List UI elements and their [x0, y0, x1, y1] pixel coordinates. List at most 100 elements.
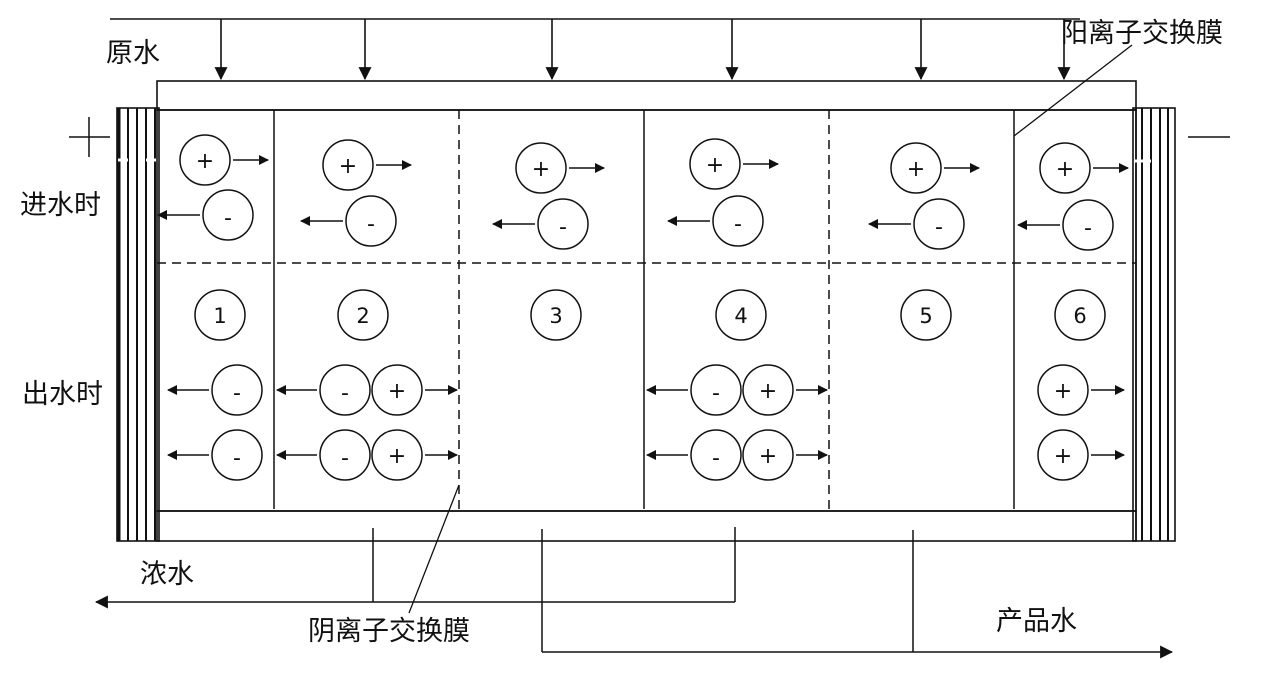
cell-number-2: 2 — [337, 289, 389, 341]
ion-circle — [913, 198, 965, 250]
ion-circle — [371, 364, 423, 416]
ion-sign: - — [224, 206, 232, 231]
ion-sign: + — [759, 379, 777, 404]
cation-ion: + — [742, 364, 794, 416]
ion-sign: + — [759, 444, 777, 469]
svg-text:1: 1 — [213, 304, 226, 328]
cation-ion: + — [371, 364, 423, 416]
inlet-ions: + - + - + - + - + - + - — [157, 134, 1129, 251]
svg-text:3: 3 — [549, 304, 562, 328]
cation-ion: + — [1039, 142, 1091, 194]
ion-circle — [690, 429, 742, 481]
ion-sign: - — [341, 446, 349, 471]
outlet-ions: - - - + - + - + - + + + — [167, 364, 1125, 481]
concentrate-label: 浓水 — [140, 559, 194, 590]
ion-sign: + — [196, 149, 214, 174]
ion-sign: - — [712, 446, 720, 471]
ion-sign: - — [712, 381, 720, 406]
raw-water-label: 原水 — [106, 38, 160, 69]
ion-sign: - — [935, 215, 943, 240]
ion-sign: - — [341, 381, 349, 406]
ion-sign: - — [1084, 216, 1092, 241]
ion-sign: + — [1056, 157, 1074, 182]
ion-sign: + — [339, 154, 357, 179]
cell-number-1: 1 — [194, 289, 246, 341]
anion-ion: - — [690, 364, 742, 416]
ion-circle — [322, 139, 374, 191]
ion-circle — [1037, 364, 1089, 416]
svg-text:5: 5 — [919, 304, 932, 328]
anion-ion: - — [913, 198, 965, 250]
ion-circle — [537, 198, 589, 250]
cation-ion: + — [515, 142, 567, 194]
ion-circle — [890, 142, 942, 194]
ion-circle — [345, 195, 397, 247]
anion-membrane-callout-line — [408, 484, 460, 614]
ion-circle — [1062, 199, 1114, 251]
ion-circle — [319, 364, 371, 416]
ion-circle — [515, 142, 567, 194]
ion-circle — [742, 429, 794, 481]
ion-sign: + — [388, 444, 406, 469]
cell-numbers: 1 2 3 4 5 6 — [194, 289, 1106, 341]
bottom-manifold — [156, 510, 1137, 542]
cation-membrane-callout-line — [1013, 44, 1133, 137]
anion-ion: - — [690, 429, 742, 481]
ion-sign: + — [532, 157, 550, 182]
cell-number-4: 4 — [715, 289, 767, 341]
ion-circle — [211, 429, 263, 481]
anion-ion: - — [211, 429, 263, 481]
cation-ion: + — [322, 139, 374, 191]
stack-body — [156, 109, 1137, 512]
inlet-phase-label: 进水时 — [20, 190, 101, 221]
cell-number-6: 6 — [1054, 289, 1106, 341]
cation-ion: + — [371, 429, 423, 481]
anion-membrane-label: 阴离子交换膜 — [308, 616, 470, 647]
ion-sign: + — [1054, 444, 1072, 469]
ion-circle — [690, 364, 742, 416]
product-outlet — [541, 529, 1174, 659]
ion-sign: + — [907, 157, 925, 182]
plus-electrode-icon — [69, 117, 110, 157]
cell-number-5: 5 — [900, 289, 952, 341]
anion-ion: - — [319, 429, 371, 481]
ion-circle — [179, 134, 231, 186]
ion-circle — [689, 138, 741, 190]
svg-text:4: 4 — [734, 304, 747, 328]
membranes — [273, 110, 1015, 509]
anion-ion: - — [202, 189, 254, 241]
anion-ion: - — [1062, 199, 1114, 251]
ion-sign: - — [233, 446, 241, 471]
anion-ion: - — [211, 364, 263, 416]
anion-ion: - — [319, 364, 371, 416]
cation-ion: + — [179, 134, 231, 186]
cathode-electrode — [1132, 107, 1176, 542]
cation-ion: + — [742, 429, 794, 481]
cation-membrane-label: 阳离子交换膜 — [1061, 18, 1223, 49]
cation-ion: + — [890, 142, 942, 194]
product-water-label: 产品水 — [996, 606, 1077, 637]
cation-ion: + — [689, 138, 741, 190]
ion-circle — [319, 429, 371, 481]
outlet-phase-label: 出水时 — [22, 379, 103, 410]
svg-text:6: 6 — [1073, 304, 1086, 328]
anion-ion: - — [345, 195, 397, 247]
cell-number-3: 3 — [530, 289, 582, 341]
svg-text:2: 2 — [356, 304, 369, 328]
ion-sign: - — [367, 212, 375, 237]
ion-sign: + — [388, 379, 406, 404]
concentrate-outlet — [94, 527, 736, 609]
anion-ion: - — [537, 198, 589, 250]
ion-circle — [1039, 142, 1091, 194]
ion-sign: - — [233, 381, 241, 406]
ion-sign: + — [706, 153, 724, 178]
ion-sign: - — [734, 212, 742, 237]
ion-circle — [1037, 429, 1089, 481]
ion-circle — [202, 189, 254, 241]
ion-circle — [211, 364, 263, 416]
anion-ion: - — [712, 195, 764, 247]
ion-sign: + — [1054, 379, 1072, 404]
ion-circle — [742, 364, 794, 416]
top-manifold — [156, 80, 1137, 111]
